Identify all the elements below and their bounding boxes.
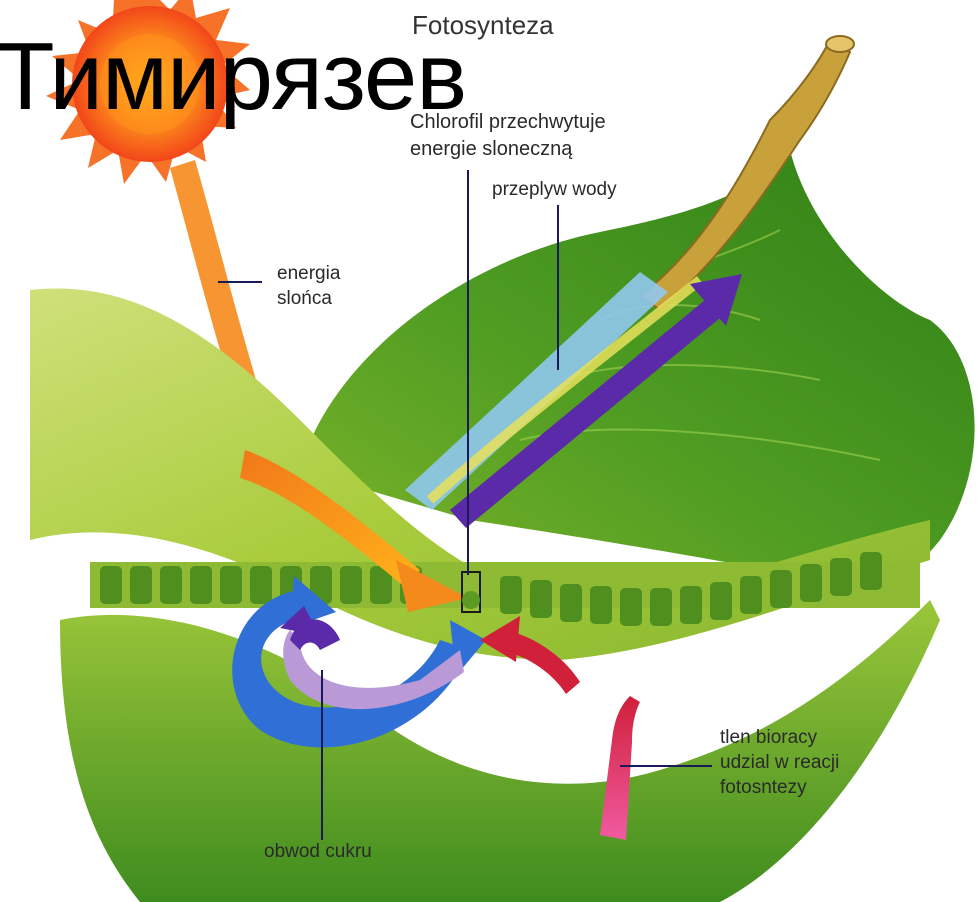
label-solar-energy-line1: energia <box>277 262 340 286</box>
label-water-flow: przeplyw wody <box>492 178 617 202</box>
label-sugar-circuit: obwod cukru <box>264 840 372 864</box>
label-solar-energy-line2: slońca <box>277 287 332 311</box>
label-oxygen-line3: fotosntezy <box>720 776 807 800</box>
page-heading: Тимирязев <box>0 22 466 132</box>
label-chlorophyll-line2: energie sloneczną <box>410 137 572 161</box>
diagram-title: Fotosynteza <box>412 10 554 40</box>
label-chlorophyll-line1: Chlorofil przechwytuje <box>410 110 606 134</box>
label-oxygen-line2: udzial w reacji <box>720 751 839 775</box>
label-oxygen-line1: tlen bioracy <box>720 726 817 750</box>
